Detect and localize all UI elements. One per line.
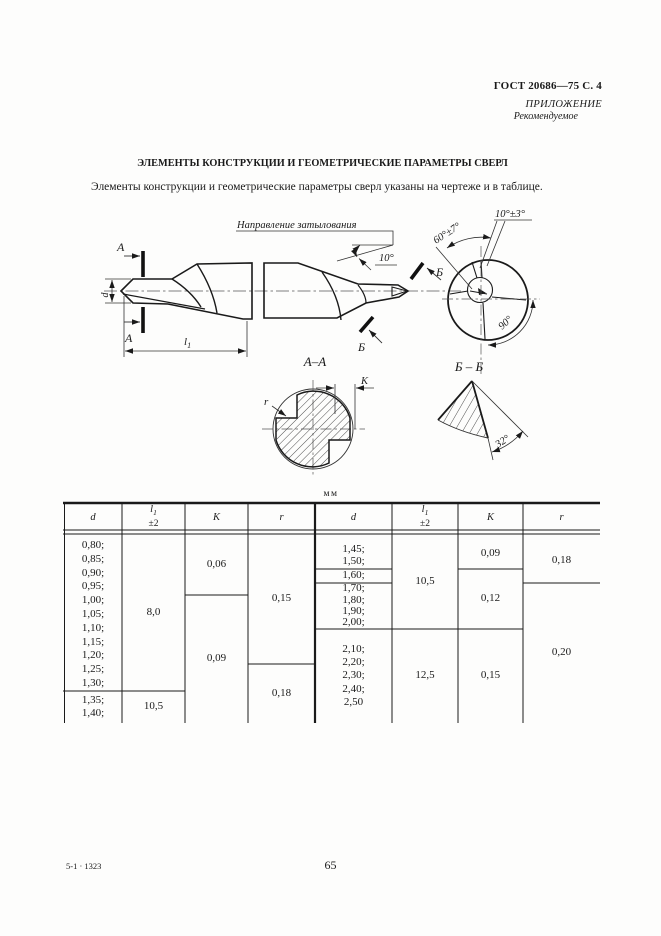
section-bb-title: Б – Б [454, 359, 484, 374]
section-a-marks [124, 251, 145, 333]
k-value-left-2: 0,09 [206, 652, 227, 665]
k-value-left-1: 0,06 [206, 557, 227, 570]
quadrant-angle-label: 90° [497, 314, 516, 333]
radius-label: r [264, 396, 269, 408]
section-b-marks [358, 261, 442, 344]
point-angle-label: 60°±7° [432, 221, 464, 247]
section-a-label-bottom: А [124, 331, 133, 345]
col-header-r-left: r [279, 511, 284, 523]
length-label: l1 [184, 336, 191, 350]
helix-angle-label: 32° [493, 433, 513, 451]
section-b-label-top: Б [435, 265, 443, 279]
d-values-right-group4: 2,10; 2,20; 2,30; 2,40; 2,50 [342, 642, 365, 708]
intro-paragraph: Элементы конструкции и геометрические па… [91, 181, 543, 193]
length-dimension [123, 296, 248, 357]
drill-end-view [442, 246, 540, 377]
l1-value-right-2: 12,5 [415, 669, 435, 682]
section-bb-view [437, 380, 529, 461]
drill-main-view [104, 262, 462, 321]
relief-direction-label: Направление затылования [236, 220, 357, 231]
d-values-right-group1: 1,45; 1,50; [342, 542, 365, 567]
end-view-dimensions [435, 219, 536, 348]
r-value-right-1: 0,18 [551, 553, 572, 566]
l1-value-left-1: 8,0 [146, 605, 161, 618]
table-rules [63, 501, 600, 723]
col-header-d-right: d [350, 511, 357, 523]
col-header-l1-left: l1±2 [148, 503, 159, 530]
page-title: ЭЛЕМЕНТЫ КОНСТРУКЦИИ И ГЕОМЕТРИЧЕСКИЕ ПА… [137, 158, 508, 169]
col-header-l1-right: l1±2 [420, 503, 430, 530]
gost-standard-number: ГОСТ 20686—75 С. 4 [493, 80, 602, 92]
table-units-label: мм [323, 489, 338, 499]
appendix-label: ПРИЛОЖЕНИЕ [525, 99, 602, 110]
k-value-right-3: 0,15 [480, 669, 501, 682]
l1-value-right-1: 10,5 [415, 574, 435, 587]
page-number: 65 [324, 858, 337, 872]
appendix-note: Рекомендуемое [513, 111, 578, 122]
relief-direction-callout [236, 230, 397, 271]
margin-label: К [360, 376, 369, 387]
col-header-d-left: d [90, 511, 96, 523]
diameter-dimension [105, 278, 131, 304]
d-values-left-group1: 0,80; 0,85; 0,90; 0,95; 1,00; 1,05; 1,10… [81, 539, 105, 689]
r-value-left-1: 0,15 [271, 592, 292, 605]
col-header-k-right: К [487, 511, 494, 523]
d-values-right-group2: 1,60; [342, 569, 365, 582]
k-value-right-2: 0,12 [480, 592, 501, 605]
chisel-angle-label: 10°±3° [495, 209, 526, 220]
d-values-left-group2: 1,35; 1,40; [81, 693, 105, 719]
d-values-right-group3: 1,70; 1,80; 1,90; 2,00; [342, 582, 365, 629]
col-header-k-left: К [213, 511, 220, 523]
r-value-left-2: 0,18 [271, 686, 292, 699]
r-value-right-2: 0,20 [551, 646, 572, 659]
k-value-right-1: 0,09 [480, 546, 501, 559]
section-b-label-bottom: Б [357, 340, 365, 354]
col-header-r-right: r [559, 511, 564, 523]
diameter-label: d [100, 292, 111, 298]
relief-angle-label: 10° [379, 253, 395, 264]
l1-value-left-2: 10,5 [143, 700, 164, 713]
section-a-label-top: А [116, 240, 125, 254]
section-aa-view [262, 380, 374, 477]
section-aa-title: А–А [303, 354, 326, 369]
footer-imprint: 5-1 · 1323 [66, 861, 102, 871]
